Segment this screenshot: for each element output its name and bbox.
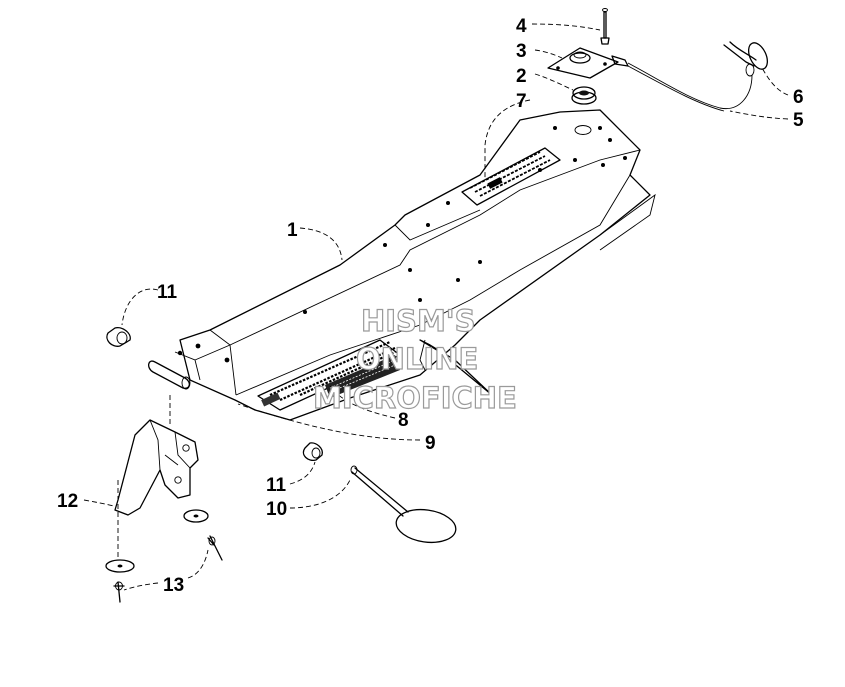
callout-12: 12 [57,491,78,512]
watermark-line-2: ONLINE [356,342,478,376]
center-bracket [419,339,493,396]
washer-lower [105,559,135,573]
callout-1: 1 [287,220,298,241]
washer-upper [183,509,209,523]
callout-9: 9 [425,433,436,454]
grommet-hole [574,125,592,135]
callout-13: 13 [163,575,184,596]
leader-lines [83,23,789,591]
watermark: HISM'S ONLINE MICROFICHE [312,303,517,415]
pivot-tube [148,360,191,390]
bushing-lower [302,442,323,461]
watermark-line-3: MICROFICHE [313,381,517,415]
callout-3: 3 [516,41,527,62]
callout-11-upper: 11 [157,282,178,303]
front-decals [257,339,401,411]
watermark-line-1: HISM'S [361,304,476,338]
callout-5: 5 [793,110,804,131]
skid-plate-panel [174,109,656,421]
hinge-bracket [114,419,199,516]
callout-2: 2 [516,66,527,87]
callout-6: 6 [793,87,804,108]
callouts: 1 2 3 4 5 6 7 8 9 10 11 11 12 13 [57,16,804,596]
ring-rod [350,465,457,544]
callout-7: 7 [516,91,527,112]
cotter-pin-lower [113,581,125,603]
warning-decal [461,147,561,206]
callout-8: 8 [398,410,409,431]
callout-11-lower: 11 [266,475,287,496]
tether-cable [627,62,753,112]
grommet [571,86,597,105]
cotter-pin-upper [207,535,223,561]
callout-4: 4 [516,16,527,37]
cable-mount-plate [547,47,629,79]
push-rivet [600,8,610,45]
bushing-upper [106,327,131,347]
callout-10: 10 [266,499,287,520]
tether-clip [723,41,769,77]
